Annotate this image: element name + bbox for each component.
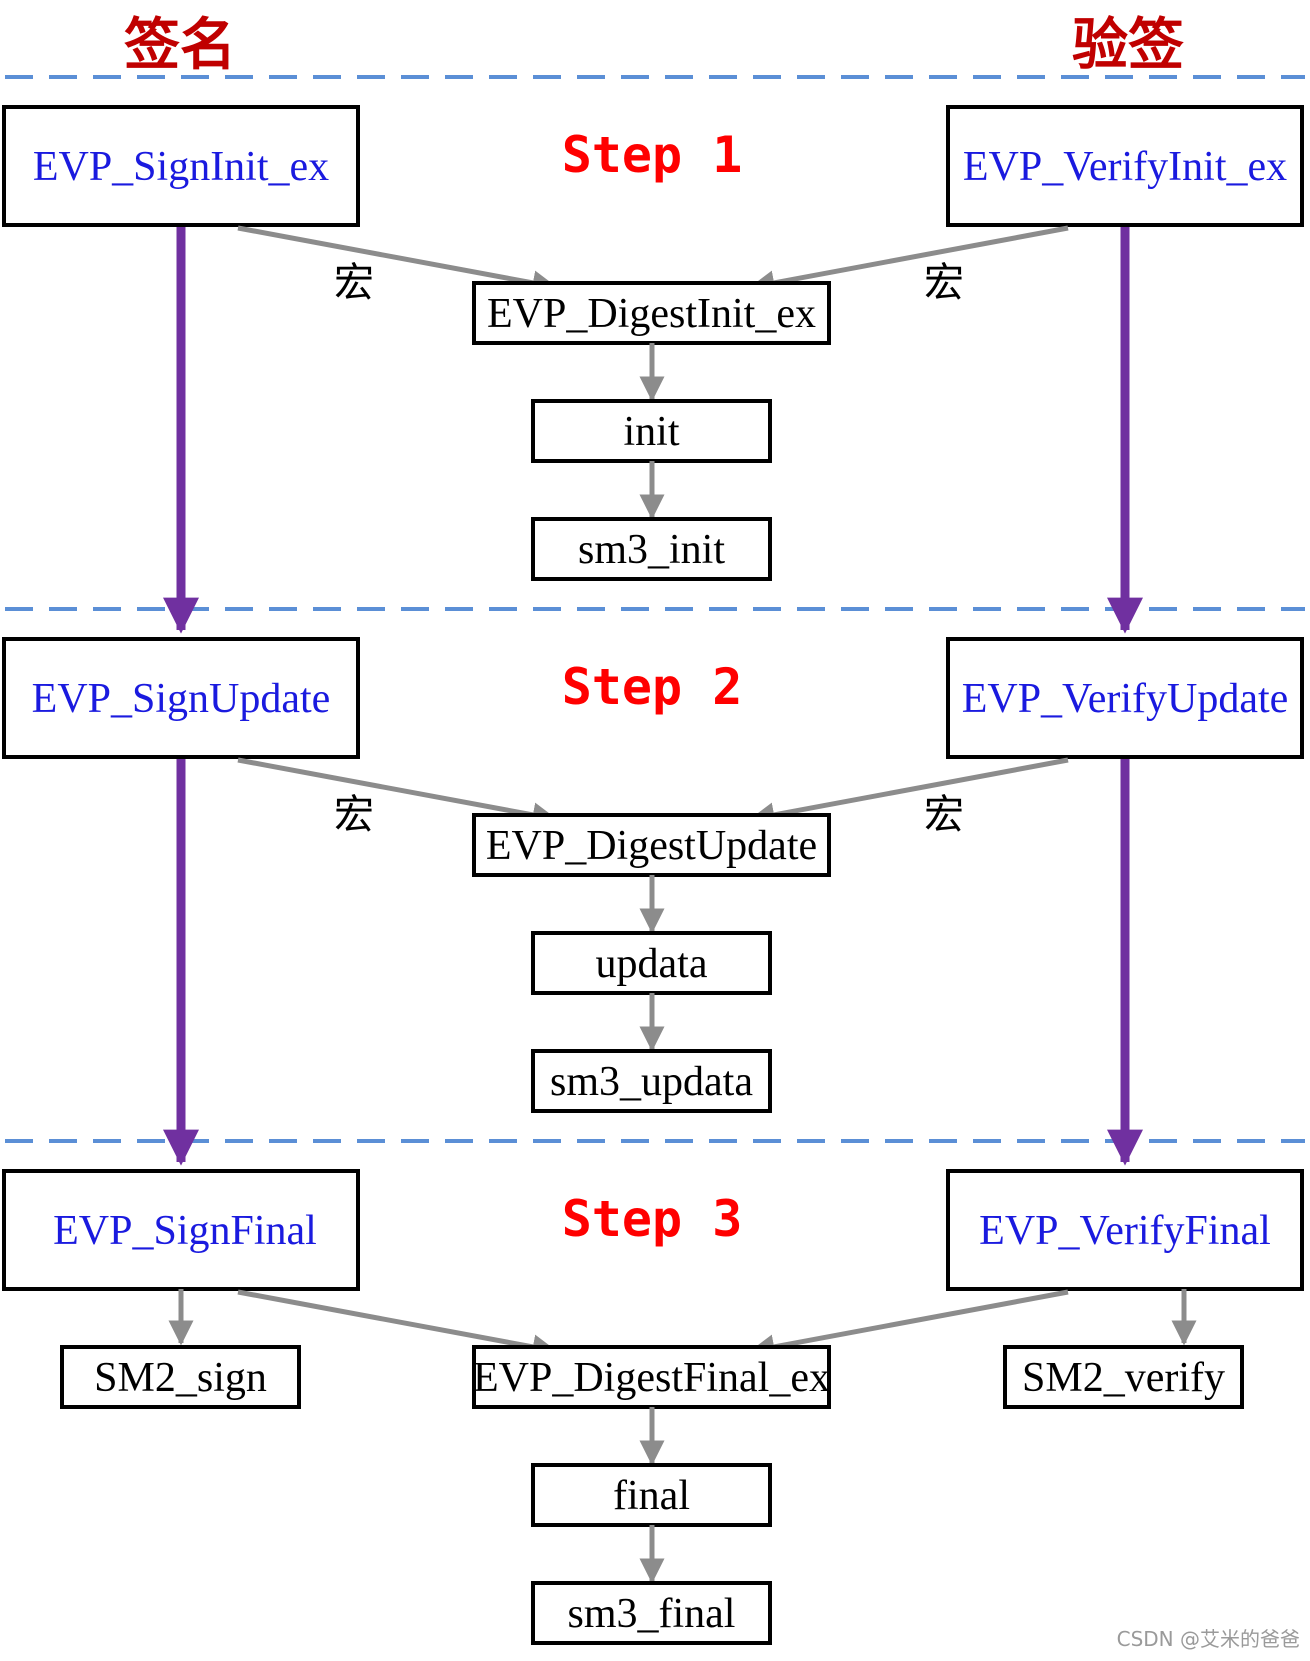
verify-update-label: EVP_VerifyUpdate	[962, 676, 1289, 722]
updata-label: updata	[596, 941, 708, 987]
verify-final-label: EVP_VerifyFinal	[979, 1208, 1271, 1254]
macro-label-right-2: 宏	[924, 792, 964, 837]
updata-box: updata	[531, 931, 772, 995]
macro-label-right-1: 宏	[924, 260, 964, 305]
call-arrow-right-3	[749, 1289, 1069, 1360]
step-3-label: Step 3	[562, 1190, 743, 1248]
sign-final-box: EVP_SignFinal	[2, 1169, 360, 1291]
sm2-verify-box: SM2_verify	[1003, 1345, 1244, 1409]
sm2-sign-label: SM2_sign	[94, 1355, 267, 1401]
sign-column-heading: 签名	[124, 13, 236, 78]
verify-column-heading: 验签	[1072, 13, 1184, 78]
init-label: init	[623, 409, 679, 455]
macro-arrow-right-1	[749, 225, 1069, 296]
digest-init-label: EVP_DigestInit_ex	[487, 291, 816, 337]
digest-final-label: EVP_DigestFinal_ex	[473, 1355, 830, 1401]
sm2-sign-box: SM2_sign	[60, 1345, 301, 1409]
csdn-watermark: CSDN @艾米的爸爸	[1117, 1627, 1300, 1651]
sm3-final-box: sm3_final	[531, 1581, 772, 1645]
digest-update-box: EVP_DigestUpdate	[472, 813, 831, 877]
sign-update-label: EVP_SignUpdate	[32, 676, 331, 722]
call-arrow-left-3	[237, 1289, 558, 1360]
digest-final-box: EVP_DigestFinal_ex	[472, 1345, 831, 1409]
sm3-init-box: sm3_init	[531, 517, 772, 581]
sm2-verify-label: SM2_verify	[1022, 1355, 1225, 1401]
macro-arrow-right-2	[749, 757, 1069, 828]
step-1-label: Step 1	[562, 126, 743, 184]
digest-init-box: EVP_DigestInit_ex	[472, 281, 831, 345]
sm3-updata-label: sm3_updata	[550, 1059, 753, 1105]
macro-label-left-2: 宏	[334, 792, 374, 837]
verify-update-box: EVP_VerifyUpdate	[946, 637, 1304, 759]
verify-init-box: EVP_VerifyInit_ex	[946, 105, 1304, 227]
step-2-label: Step 2	[562, 658, 743, 716]
final-box: final	[531, 1463, 772, 1527]
sign-init-box: EVP_SignInit_ex	[2, 105, 360, 227]
sign-init-label: EVP_SignInit_ex	[33, 144, 329, 190]
verify-final-box: EVP_VerifyFinal	[946, 1169, 1304, 1291]
sm3-updata-box: sm3_updata	[531, 1049, 772, 1113]
final-label: final	[613, 1473, 690, 1519]
verify-init-label: EVP_VerifyInit_ex	[963, 144, 1287, 190]
sm3-final-label: sm3_final	[568, 1591, 736, 1637]
sm3-init-label: sm3_init	[578, 527, 725, 573]
sign-update-box: EVP_SignUpdate	[2, 637, 360, 759]
macro-label-left-1: 宏	[334, 260, 374, 305]
macro-arrow-left-1	[237, 225, 558, 296]
digest-update-label: EVP_DigestUpdate	[486, 823, 817, 869]
macro-arrow-left-2	[237, 757, 558, 828]
sign-final-label: EVP_SignFinal	[53, 1208, 317, 1254]
init-box: init	[531, 399, 772, 463]
